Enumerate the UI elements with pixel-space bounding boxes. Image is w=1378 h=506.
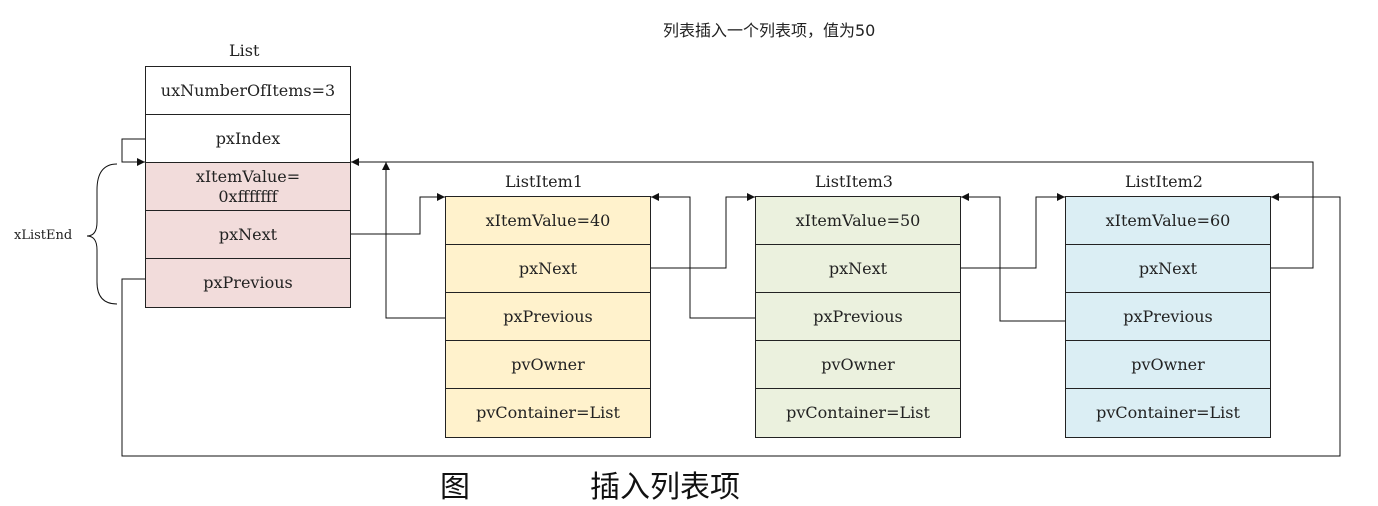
list-end-field-xitemvalue: xItemValue= 0xfffffff (146, 163, 350, 211)
listitem3-pvcontainer: pvContainer=List (786, 403, 930, 422)
list-pxnext-arrow (351, 193, 445, 235)
listitem3-struct: xItemValue=50 pxNext pxPrevious pvOwner … (755, 196, 961, 438)
listitem1-pxnext: pxNext (446, 245, 650, 293)
item2-pxprevious-arrow (961, 193, 1065, 322)
xlistend-label: xListEnd (14, 228, 73, 243)
listitem2-label: ListItem2 (1125, 172, 1203, 191)
list-field-pxindex: pxIndex (146, 115, 350, 163)
list-end-field-pxnext: pxNext (146, 211, 350, 259)
item2-pxnext-arrow (351, 158, 1314, 269)
xlistend-brace (86, 163, 118, 305)
listitem2-pvcontainer: pvContainer=List (1096, 403, 1240, 422)
listitem2-xitemvalue: xItemValue=60 (1066, 197, 1270, 245)
list-end-field-pxprevious: pxPrevious (146, 259, 350, 307)
listitem1-pxprevious: pxPrevious (446, 293, 650, 341)
list-struct: uxNumberOfItems=3 pxIndex xItemValue= 0x… (145, 66, 351, 308)
diagram-canvas: 列表插入一个列表项，值为50 List uxNumberOfItems=3 px… (14, 21, 1341, 505)
listitem3-pxprevious: pxPrevious (756, 293, 960, 341)
listitem2-struct: xItemValue=60 pxNext pxPrevious pvOwner … (1065, 196, 1271, 438)
list-field-uxnumberofitems: uxNumberOfItems=3 (146, 67, 350, 115)
listitem1-pvowner: pvOwner (446, 341, 650, 389)
listitem2-pxprevious: pxPrevious (1066, 293, 1270, 341)
figure-caption-partial: 图 插入列表项 (440, 470, 740, 505)
list-pxprevious-arrow (121, 193, 1341, 457)
connector-layer (86, 138, 1341, 457)
list-label: List (229, 41, 260, 60)
item1-pxnext-arrow (651, 193, 755, 269)
diagram-title: 列表插入一个列表项，值为50 (663, 21, 876, 40)
listitem2-pvowner: pvOwner (1066, 341, 1270, 389)
listitem1-struct: xItemValue=40 pxNext pxPrevious pvOwner … (445, 196, 651, 438)
pxindex-arrow (121, 138, 145, 166)
listitem3-label: ListItem3 (815, 172, 893, 191)
listitem1-label: ListItem1 (505, 172, 583, 191)
listitem2-pxnext: pxNext (1066, 245, 1270, 293)
listitem3-xitemvalue: xItemValue=50 (756, 197, 960, 245)
item3-pxprevious-arrow (651, 193, 755, 319)
listitem1-pvcontainer: pvContainer=List (476, 403, 620, 422)
listitem3-pxnext: pxNext (756, 245, 960, 293)
listitem1-xitemvalue: xItemValue=40 (446, 197, 650, 245)
item1-pxprevious-arrow (382, 162, 445, 319)
listitem3-pvowner: pvOwner (756, 341, 960, 389)
item3-pxnext-arrow (961, 193, 1065, 269)
